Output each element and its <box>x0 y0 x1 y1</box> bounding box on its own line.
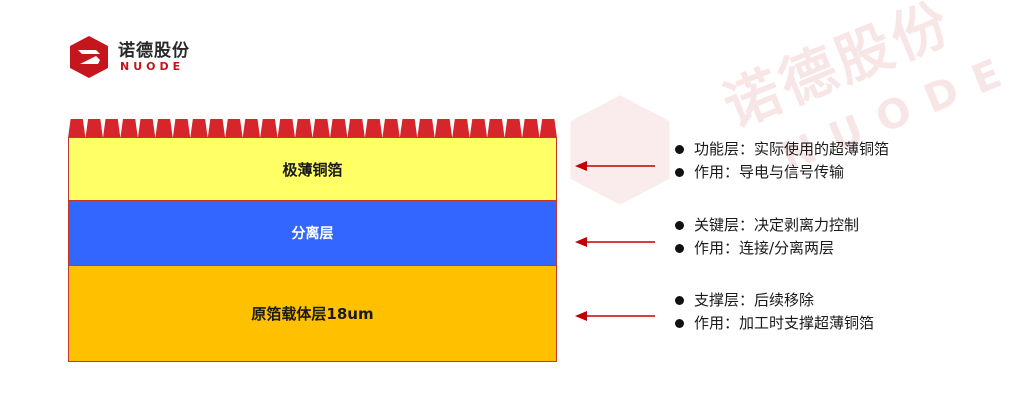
layer-release: 分离层 <box>68 200 557 266</box>
description-release: 关键层：决定剥离力控制 作用：连接/分离两层 <box>675 214 859 260</box>
arrow-left-icon <box>575 311 655 321</box>
layer-carrier-foil: 原箔载体层18um <box>68 265 557 362</box>
watermark-logo-icon <box>570 95 670 205</box>
layer-label: 极薄铜箔 <box>282 160 343 179</box>
bullet-icon <box>675 296 684 305</box>
watermark-text-cn: 诺德股份 <box>714 0 962 141</box>
layer-label: 分离层 <box>291 226 334 242</box>
bullet-item: 作用：导电与信号传输 <box>675 161 889 184</box>
bullet-icon <box>675 319 684 328</box>
logo-name-cn: 诺德股份 <box>118 41 190 61</box>
bullet-icon <box>675 145 684 154</box>
copper-teeth-shape <box>68 119 557 138</box>
bullet-item: 作用：加工时支撑超薄铜箔 <box>675 312 874 335</box>
logo-hexagon-icon <box>70 36 108 78</box>
brand-logo: 诺德股份 NUODE <box>66 30 226 78</box>
copper-surface-teeth <box>68 119 557 138</box>
layer-ultrathin-copper: 极薄铜箔 <box>68 137 557 201</box>
bullet-icon <box>675 221 684 230</box>
bullet-icon <box>675 168 684 177</box>
bullet-item: 功能层：实际使用的超薄铜箔 <box>675 138 889 161</box>
arrow-left-icon <box>575 237 655 247</box>
layer-label: 原箔载体层18um <box>251 305 374 323</box>
bullet-item: 支撑层：后续移除 <box>675 289 874 312</box>
bullet-icon <box>675 244 684 253</box>
bullet-item: 作用：连接/分离两层 <box>675 237 859 260</box>
logo-name-en: NUODE <box>120 60 185 73</box>
description-carrier: 支撑层：后续移除 作用：加工时支撑超薄铜箔 <box>675 289 874 335</box>
description-copper: 功能层：实际使用的超薄铜箔 作用：导电与信号传输 <box>675 138 889 184</box>
arrow-left-icon <box>575 161 655 171</box>
bullet-item: 关键层：决定剥离力控制 <box>675 214 859 237</box>
